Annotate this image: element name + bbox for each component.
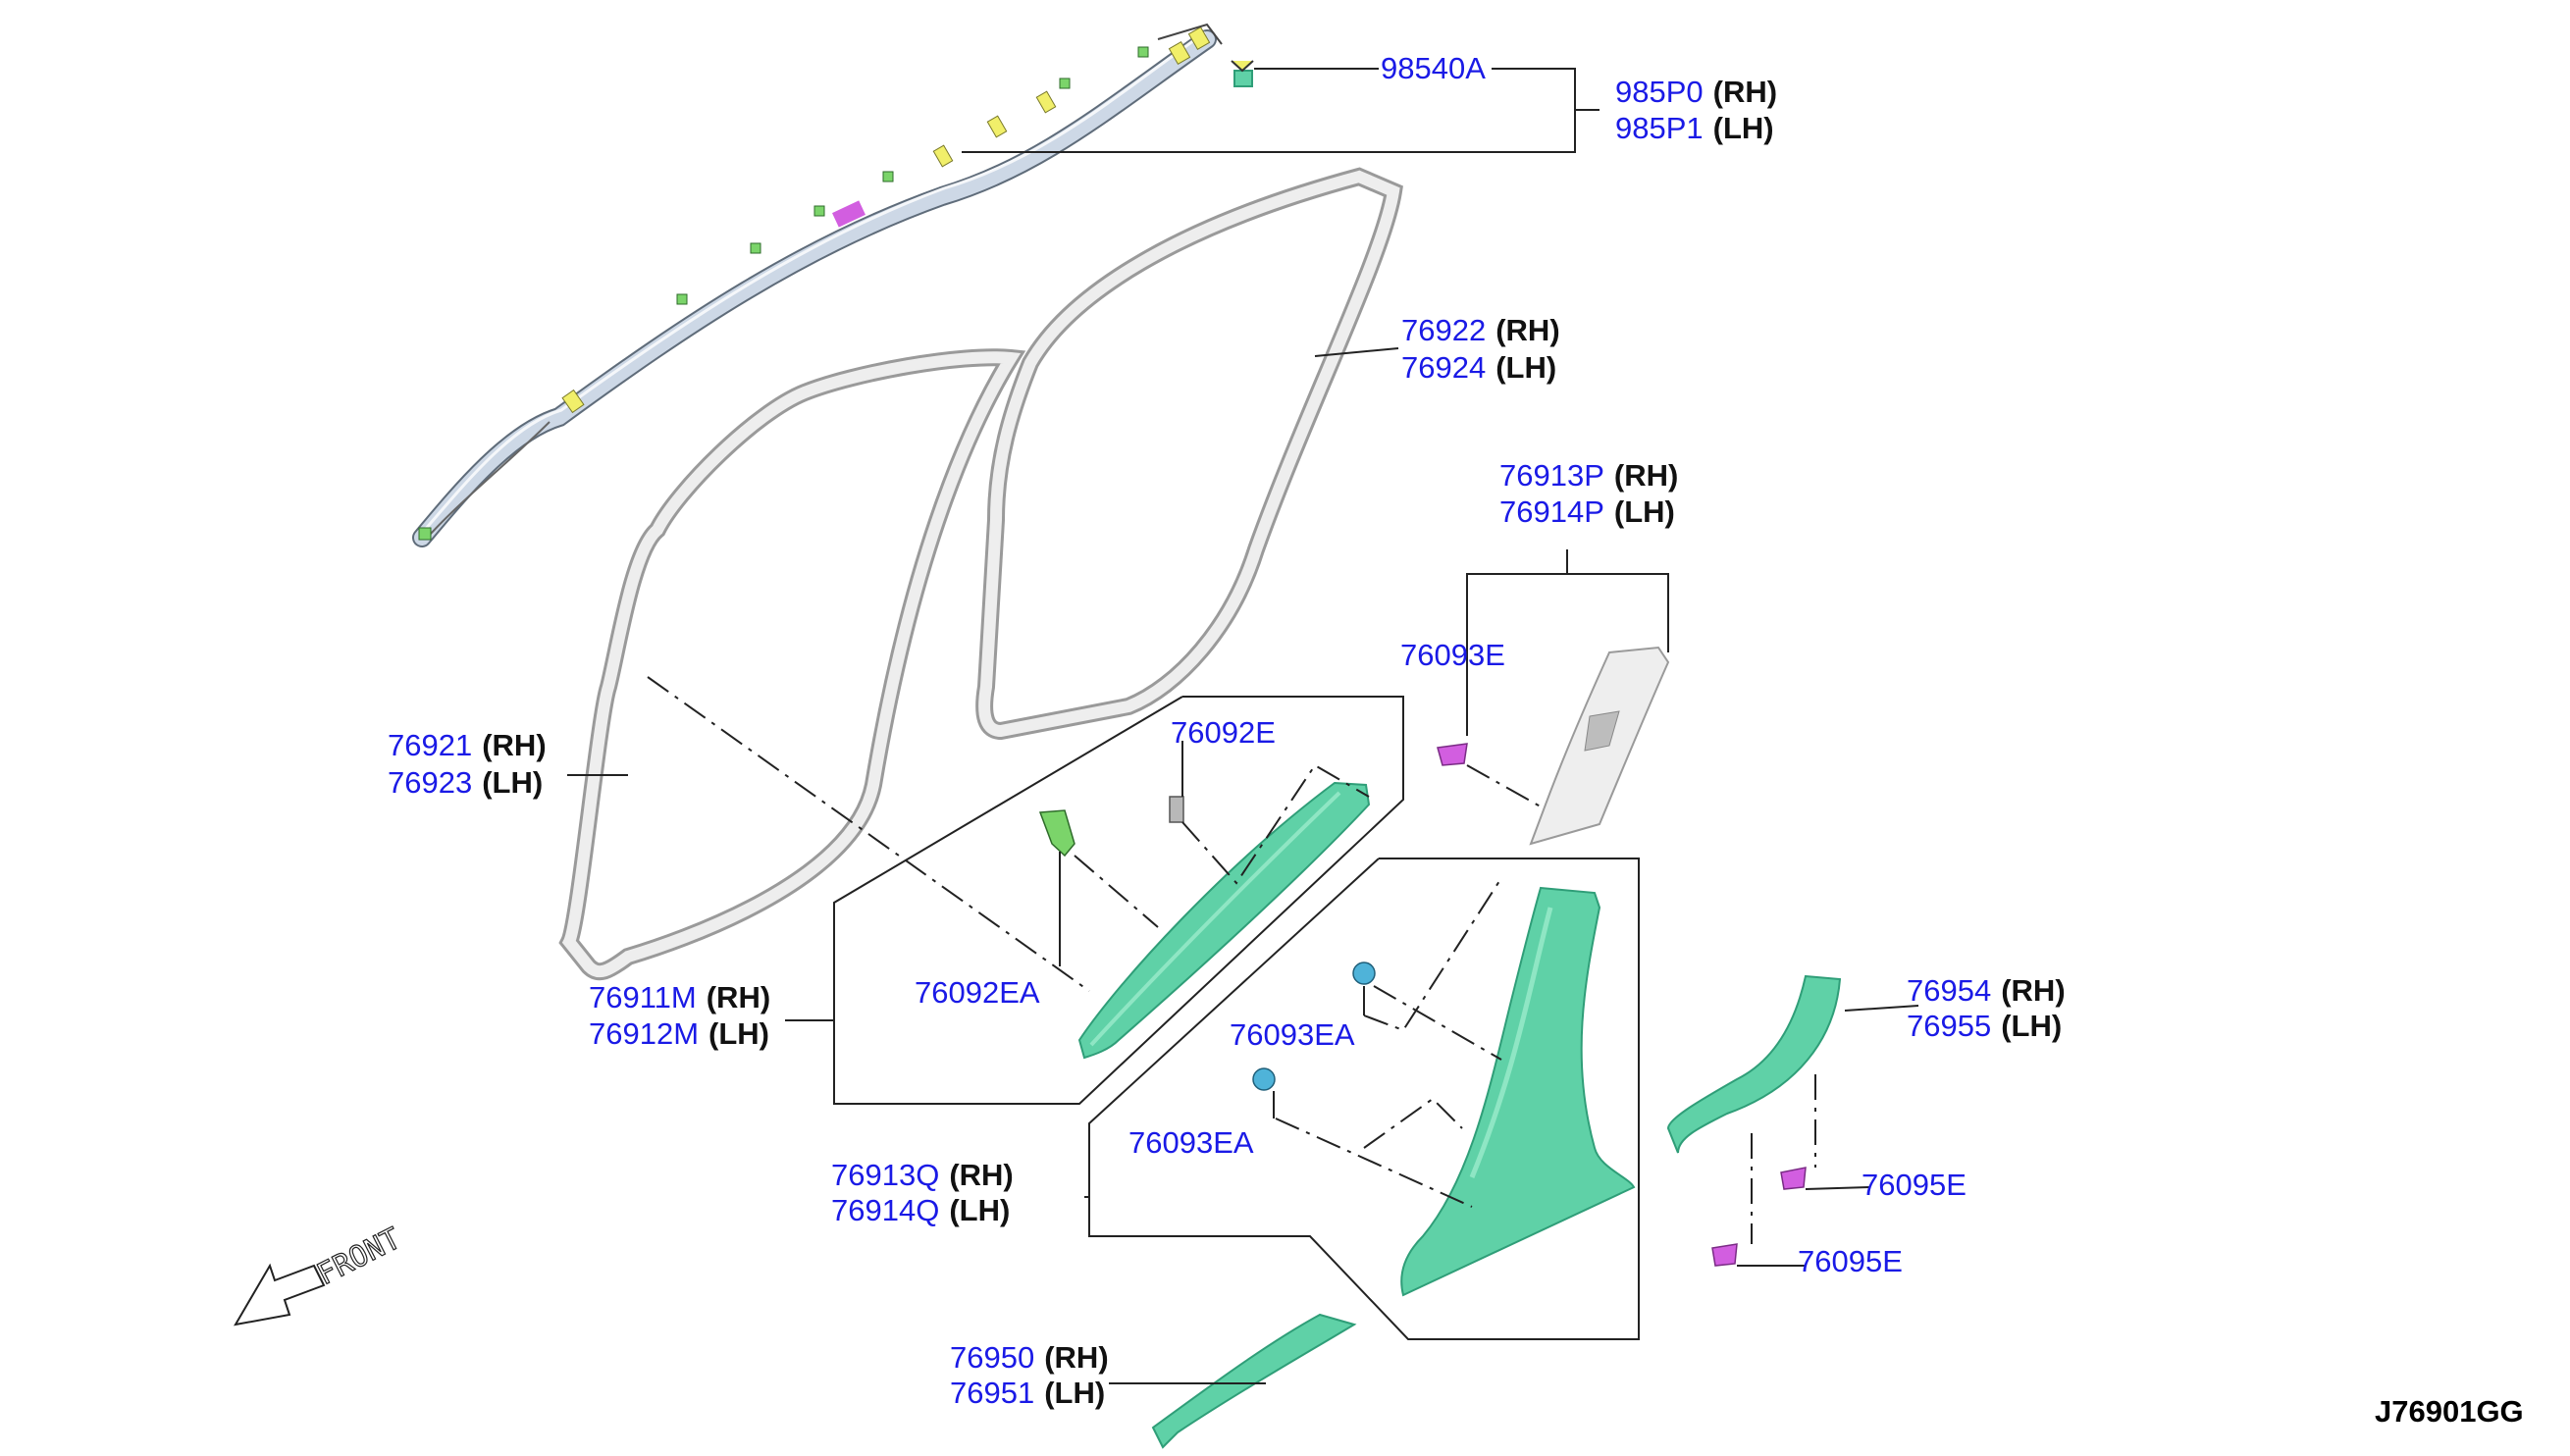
callout-76913P-rh[interactable]: 76913P(RH) [1499,458,1678,493]
center-pillar-upper-trim [1529,646,1670,846]
callout-76951-lh[interactable]: 76951(LH) [950,1376,1105,1410]
pn-76092EA[interactable]: 76092EA [915,975,1040,1010]
front-kicking-plate [1151,1313,1357,1449]
pn-76093EA-lower[interactable]: 76093EA [1128,1125,1254,1160]
clip-76095E-upper-icon [1780,1167,1807,1190]
callout-76954-rh[interactable]: 76954(RH) [1907,973,2066,1008]
callout-76955-lh[interactable]: 76955(LH) [1907,1009,2062,1043]
front-pillar-garnish [1077,781,1371,1060]
clip-76095E-lower-icon [1711,1243,1738,1267]
clip-76093EA-upper-icon [1352,962,1376,985]
group-box-front-pillar [833,696,1404,1105]
airbag-clip-98540A [1231,60,1254,87]
callout-76911M-rh[interactable]: 76911M(RH) [589,980,770,1014]
curtain-airbag [412,23,1223,547]
rear-kicking-plate [1666,974,1842,1154]
callout-985P-rh[interactable]: 985P0(RH) [1615,75,1777,109]
callout-76914P-lh[interactable]: 76914P(LH) [1499,494,1675,529]
callout-76921-rh[interactable]: 76921(RH) [388,728,547,762]
pn-76093E[interactable]: 76093E [1400,638,1505,672]
pn-98540A[interactable]: 98540A [1381,51,1486,85]
airbag-magenta-band [832,200,865,228]
callout-985P-lh[interactable]: 985P1(LH) [1615,111,1774,145]
clip-76093EA-lower-icon [1252,1067,1276,1091]
callout-76922-rh[interactable]: 76922(RH) [1401,313,1560,347]
door-weatherstrip [975,167,1403,741]
callout-76923-lh[interactable]: 76923(LH) [388,765,543,800]
leader-lines [567,68,1919,1384]
callout-76912M-lh[interactable]: 76912M(LH) [589,1016,769,1051]
pn-76095E-upper[interactable]: 76095E [1862,1168,1967,1202]
clip-76092E-icon [1169,796,1184,823]
pn-76093EA-upper[interactable]: 76093EA [1230,1017,1355,1052]
pn-76095E-lower[interactable]: 76095E [1798,1244,1903,1278]
diagram-code: J76901GG [2375,1394,2524,1429]
callout-76914Q-lh[interactable]: 76914Q(LH) [831,1193,1010,1227]
clip-76093E-icon [1437,743,1468,766]
center-pillar-lower-trim [1400,886,1636,1297]
front-label: FRONT [312,1222,406,1292]
clip-76092EA-icon [1038,809,1075,858]
callout-76913Q-rh[interactable]: 76913Q(RH) [831,1158,1014,1192]
group-box-center-pillar [1088,858,1640,1340]
body-side-weatherstrip [558,348,1026,981]
pn-76092E[interactable]: 76092E [1171,715,1276,750]
callout-76950-rh[interactable]: 76950(RH) [950,1340,1109,1375]
guide-lines [647,676,1816,1244]
callout-76924-lh[interactable]: 76924(LH) [1401,350,1556,385]
front-arrow-icon [234,1263,326,1326]
